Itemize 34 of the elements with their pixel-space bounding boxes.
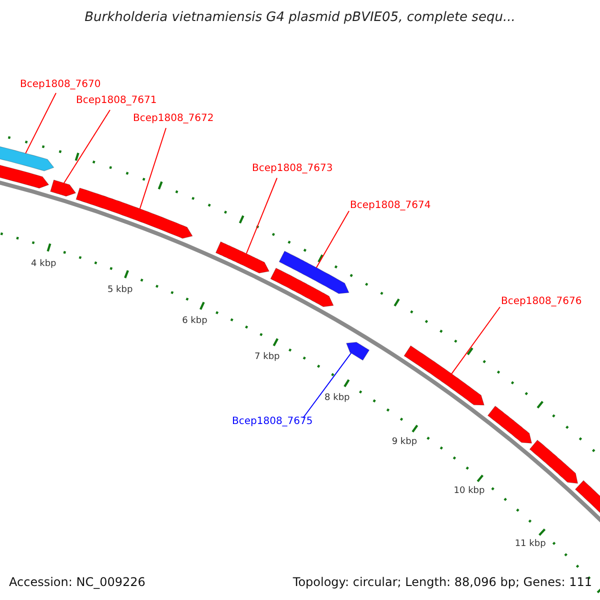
leader-line (316, 210, 350, 268)
summary-text: Topology: circular; Length: 88,096 bp; Genes: 111 (292, 576, 592, 588)
gene-segment (215, 241, 270, 274)
gene-label: Bcep1808_7674 (350, 201, 431, 211)
scale-label: 4 kbp (30, 260, 58, 269)
leader-line (25, 92, 56, 154)
gene-segment (76, 188, 193, 239)
gene-label: Bcep1808_7670 (20, 80, 101, 90)
accession-text: Accession: NC_009226 (9, 576, 146, 588)
gene-segment (270, 268, 334, 307)
gene-segment (278, 250, 350, 294)
gene-label: Bcep1808_7673 (252, 164, 333, 174)
gene-label: Bcep1808_7676 (501, 297, 582, 307)
gene-label: Bcep1808_7671 (76, 96, 157, 106)
title: Burkholderia vietnamiensis G4 plasmid pBVIE05, complete sequ... (84, 11, 516, 24)
leader-line (139, 128, 166, 210)
scale-label: 7 kbp (254, 353, 281, 362)
leader-line (246, 178, 278, 254)
scale-label: 11 kbp (514, 540, 545, 550)
gene-label: Bcep1808_7672 (133, 114, 214, 124)
gene-segment (529, 440, 578, 484)
leader-line (451, 306, 500, 374)
leader-line (302, 352, 352, 418)
gene-segment (487, 406, 532, 444)
scale-label: 10 kbp (454, 487, 484, 496)
gene-label: Bcep1808_7675 (232, 417, 313, 427)
scale-label: 5 kbp (106, 286, 134, 296)
gene-segment (404, 345, 484, 406)
gene-segment (50, 180, 76, 196)
scale-label: 9 kbp (390, 438, 418, 448)
gene-segment (346, 342, 370, 361)
scale-label: 6 kbp (181, 317, 208, 326)
leader-line (64, 110, 110, 184)
scale-label: 8 kbp (324, 394, 351, 402)
